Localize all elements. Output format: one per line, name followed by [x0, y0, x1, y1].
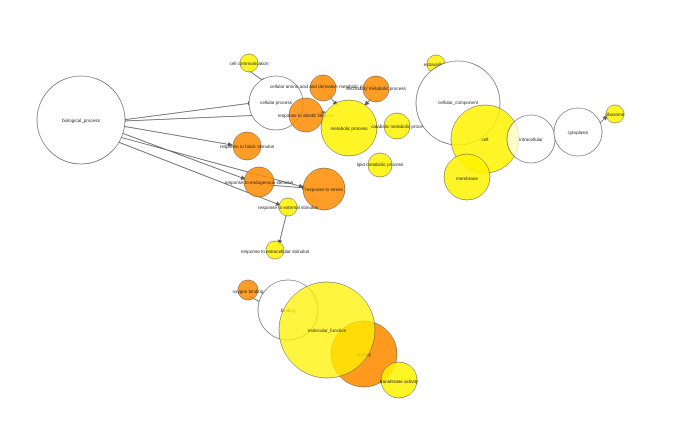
node-response-stress[interactable]: response to stress — [302, 167, 346, 211]
node-lipid-metabolic[interactable]: lipid metabolic process — [357, 152, 404, 178]
label-cellular-process: cellular process — [260, 100, 293, 105]
label-molecular-function: molecular_function — [308, 328, 347, 333]
node-ribosome[interactable]: ribosome — [606, 104, 625, 124]
label-cytoplasm: cytoplasm — [568, 130, 589, 135]
node-metabolic-process[interactable]: metabolic process — [320, 99, 378, 157]
node-molecular-function[interactable]: molecular_function — [278, 281, 376, 379]
node-oxygen-binding[interactable]: oxygen binding — [233, 279, 264, 301]
label-cellular-amino-acid: cellular amino acid and derivative metab… — [270, 84, 377, 89]
node-cellular-amino-acid[interactable]: cellular amino acid and derivative metab… — [270, 74, 377, 102]
label-response-biotic: response to biotic stimulus — [220, 144, 275, 149]
edge-bp-response-endogenous — [118, 131, 246, 180]
node-membrane[interactable]: membrane — [443, 153, 491, 201]
node-response-biotic[interactable]: response to biotic stimulus — [220, 131, 275, 161]
node-catabolic-process[interactable]: catabolic metabolic proce — [371, 112, 423, 140]
label-response-extracellular: response to extracellular stimulus — [241, 249, 310, 254]
edge-bp-cellular-process — [121, 101, 253, 121]
edge-bp-response-biotic — [121, 125, 233, 147]
label-metabolic-process: metabolic process — [330, 126, 368, 131]
label-response-abiotic: response to abiotic stimulus — [278, 113, 335, 118]
label-membrane: membrane — [456, 176, 478, 181]
label-secondary-metabolic: secondary metabolic process — [346, 86, 406, 91]
node-secondary-metabolic[interactable]: secondary metabolic process — [346, 75, 406, 103]
label-response-stress: response to stress — [305, 187, 343, 192]
label-response-external: response to external stimulus — [258, 205, 318, 210]
label-cell-communication: cell communication — [229, 61, 269, 66]
node-response-endogenous[interactable]: response to endogenous stimulus — [225, 166, 294, 198]
node-cytoplasm[interactable]: cytoplasm — [553, 107, 603, 157]
label-extracellular: extracellular — [424, 62, 449, 67]
node-transferase-activity[interactable]: transferase activity — [380, 361, 419, 399]
edge-external-extracellular — [277, 211, 288, 245]
node-biological-process[interactable]: biological_process — [36, 75, 126, 165]
label-lipid-metabolic: lipid metabolic process — [357, 162, 404, 167]
node-response-external[interactable]: response to external stimulus — [258, 197, 319, 217]
label-intracellular: intracellular — [519, 137, 543, 142]
label-cell: cell — [482, 137, 489, 142]
label-ribosome: ribosome — [606, 112, 625, 117]
node-cell-communication[interactable]: cell communication — [229, 53, 269, 73]
edge-endogenous-stress — [267, 184, 307, 191]
label-catabolic-process: catabolic metabolic proce — [371, 124, 423, 129]
label-response-endogenous: response to endogenous stimulus — [225, 180, 294, 185]
node-response-extracellular[interactable]: response to extracellular stimulus — [241, 240, 310, 260]
label-cellular-component: cellular_component — [438, 100, 479, 105]
label-transferase-activity: transferase activity — [380, 379, 419, 384]
label-biological-process: biological_process — [62, 118, 100, 123]
node-response-abiotic[interactable]: response to abiotic stimulus — [278, 97, 335, 133]
label-oxygen-binding: oxygen binding — [233, 289, 264, 294]
node-intracellular[interactable]: intracellular — [506, 114, 556, 164]
